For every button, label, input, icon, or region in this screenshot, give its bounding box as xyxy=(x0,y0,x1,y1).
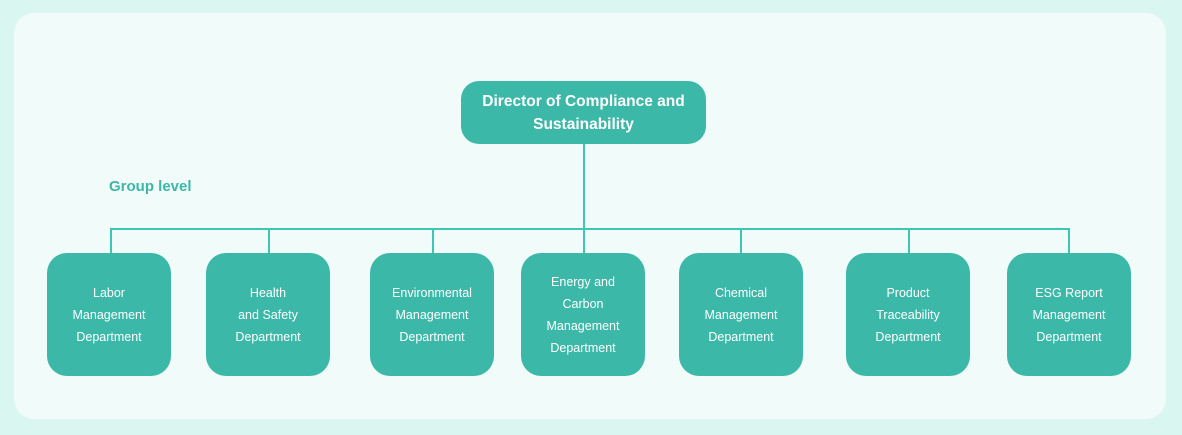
department-chemical: Chemical Management Department xyxy=(679,253,803,376)
connector-branch xyxy=(740,228,742,253)
department-labor: Labor Management Department xyxy=(47,253,171,376)
department-environmental: Environmental Management Department xyxy=(370,253,494,376)
connector-branch xyxy=(268,228,270,253)
department-product-traceability: Product Traceability Department xyxy=(846,253,970,376)
department-label: Product Traceability Department xyxy=(875,285,941,344)
connector-branch xyxy=(1068,228,1070,253)
department-label: Health and Safety Department xyxy=(235,285,301,344)
department-health-safety: Health and Safety Department xyxy=(206,253,330,376)
group-level-label: Group level xyxy=(109,178,192,195)
department-label: Energy and Carbon Management Department xyxy=(546,274,620,355)
connector-branch xyxy=(110,228,112,253)
department-label: Chemical Management Department xyxy=(704,285,778,344)
department-energy-carbon: Energy and Carbon Management Department xyxy=(521,253,645,376)
department-label: ESG Report Management Department xyxy=(1032,285,1106,344)
connector-branch xyxy=(908,228,910,253)
director-node: Director of Compliance and Sustainabilit… xyxy=(461,81,706,144)
connector-branch xyxy=(432,228,434,253)
connector-horizontal xyxy=(110,228,1070,230)
department-label: Environmental Management Department xyxy=(392,285,472,344)
connector-trunk xyxy=(583,144,585,253)
director-title: Director of Compliance and Sustainabilit… xyxy=(482,92,685,133)
department-esg-report: ESG Report Management Department xyxy=(1007,253,1131,376)
department-label: Labor Management Department xyxy=(72,285,146,344)
